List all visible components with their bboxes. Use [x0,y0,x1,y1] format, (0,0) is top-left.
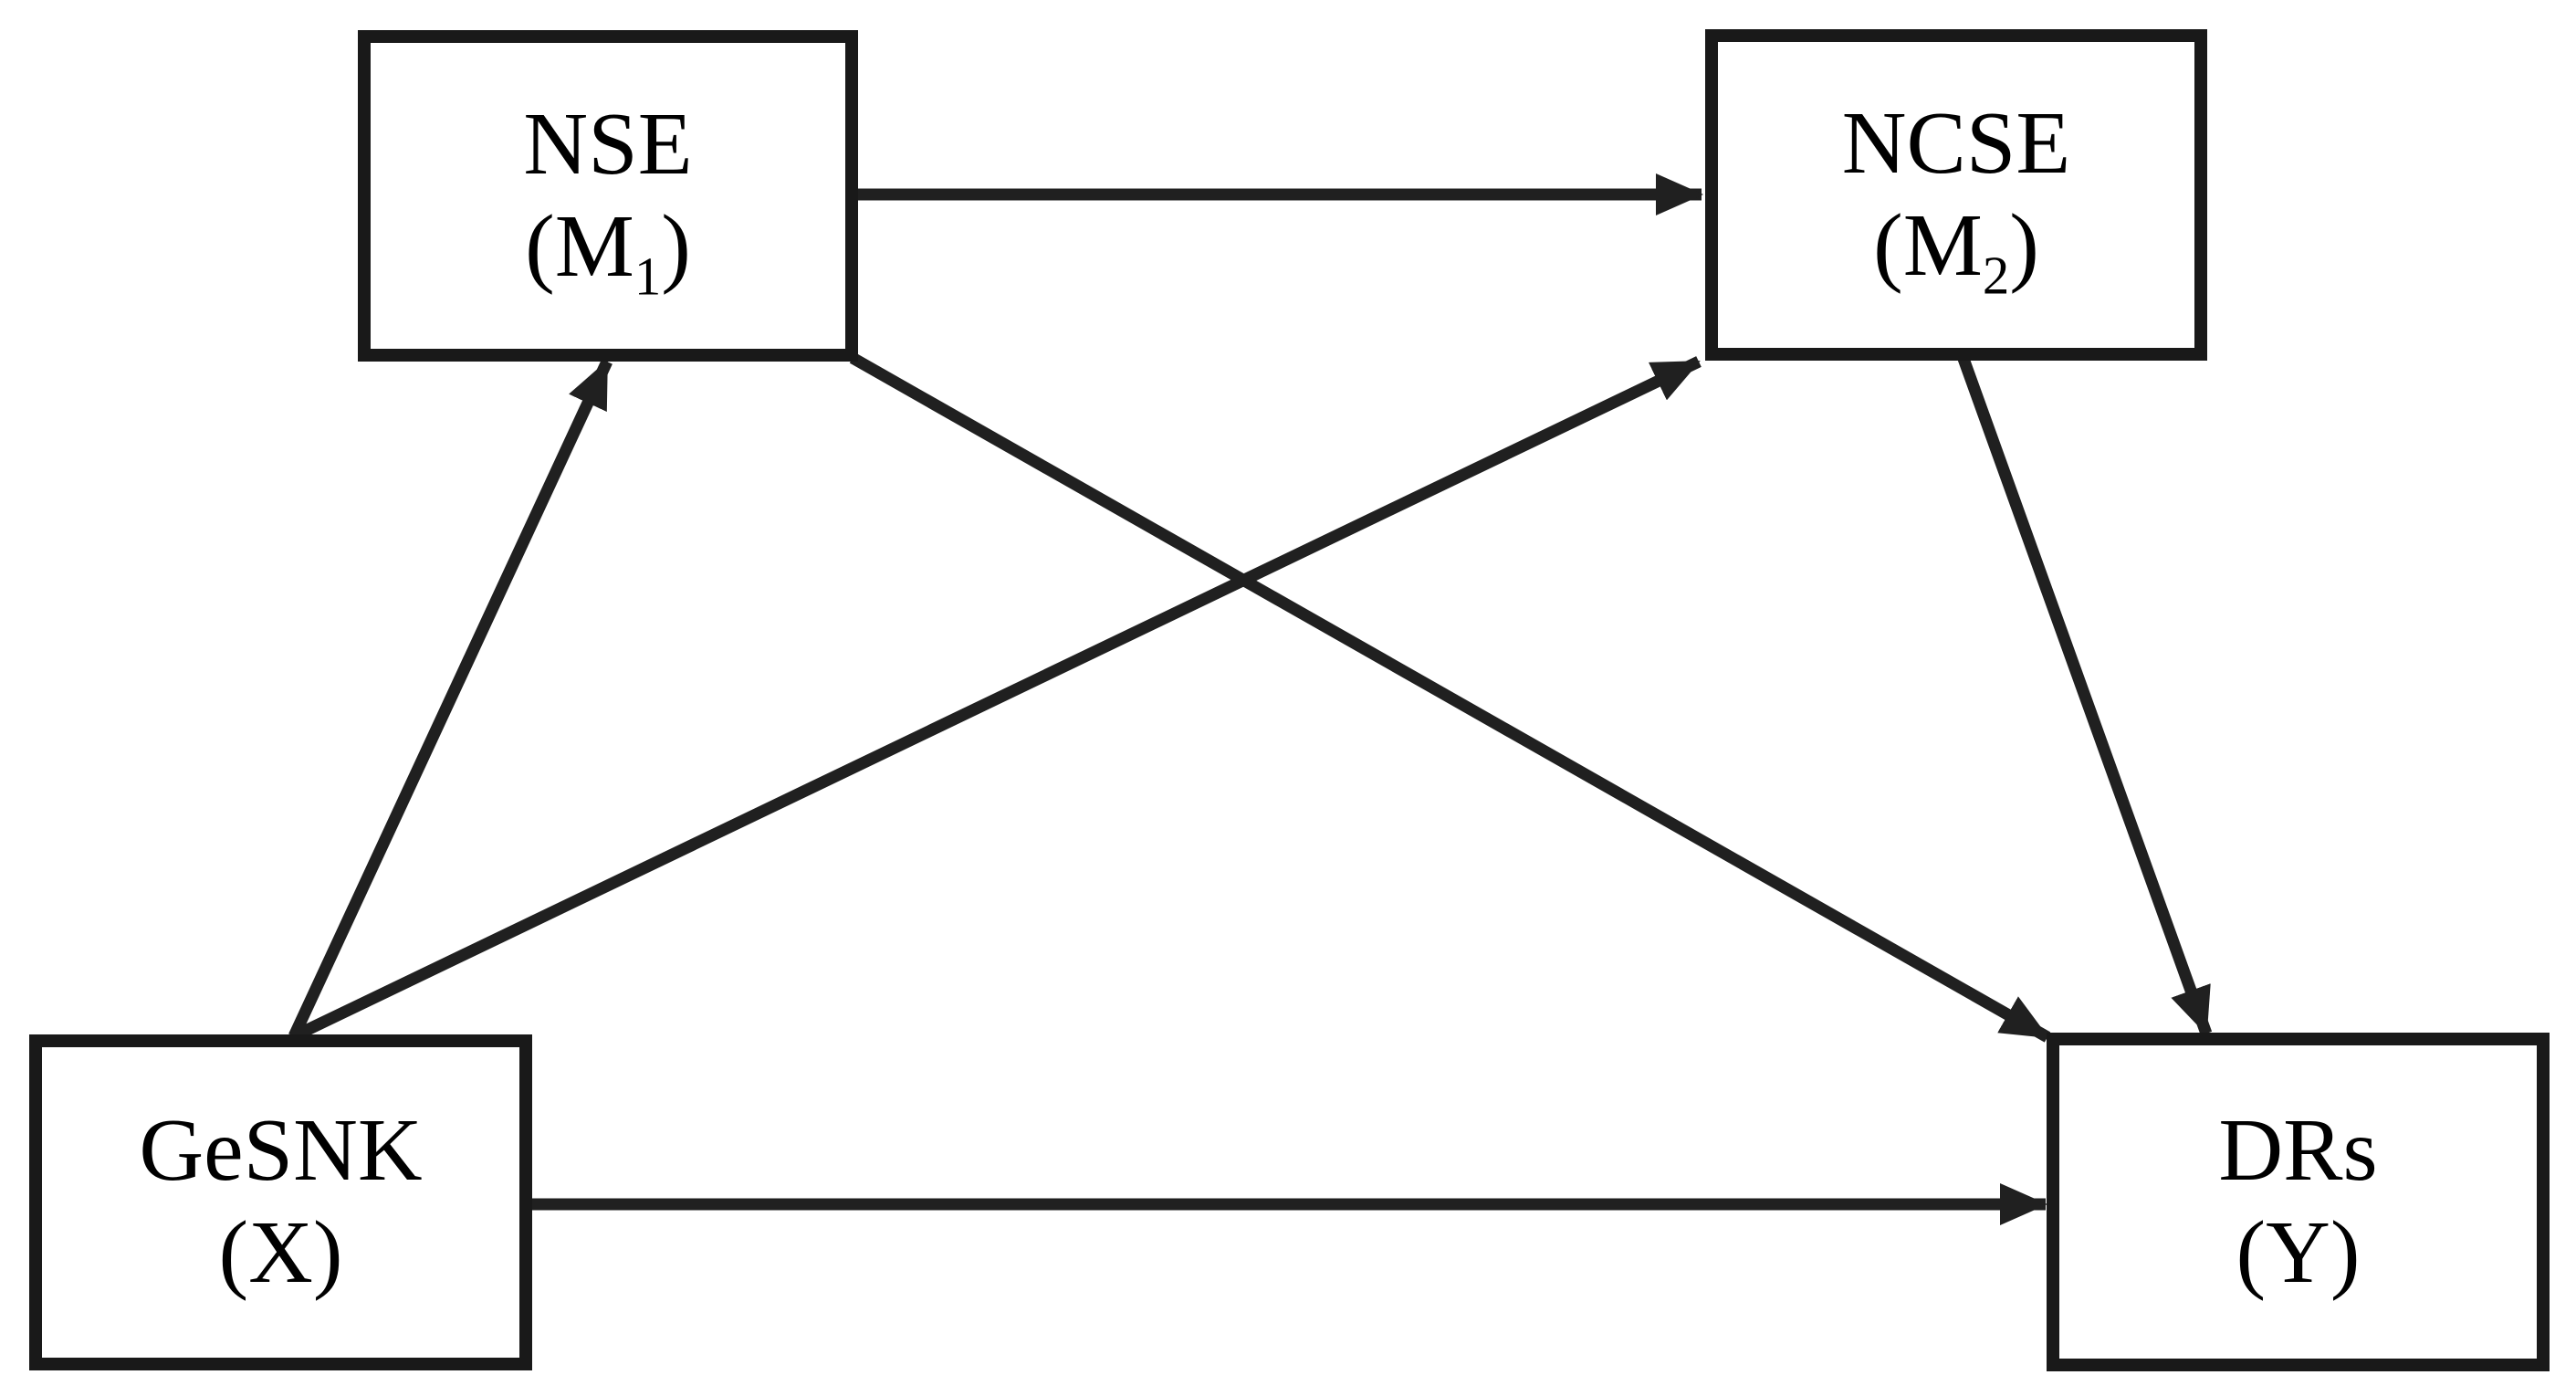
node-ncse-box: NCSE (M2) [1705,29,2207,361]
node-drs-symbol: (Y) [2236,1202,2361,1302]
node-gesnk-label: GeSNK (X) [139,1100,422,1304]
node-ncse-title: NCSE [1841,93,2071,193]
node-drs-title: DRs [2218,1100,2378,1200]
arrow-gesnk-to-ncse [291,356,1702,1042]
node-drs-box: DRs (Y) [2047,1033,2550,1371]
arrow-ncse-to-drs [1956,353,2213,1036]
node-ncse-label: NCSE (M2) [1841,93,2071,306]
node-drs-label: DRs (Y) [2218,1100,2377,1304]
node-nse-subscript: 1 [634,247,662,307]
node-gesnk-box: GeSNK (X) [29,1034,532,1370]
arrow-nse-to-drs [849,352,2051,1043]
node-ncse-symbol: (M2) [1873,195,2039,306]
node-nse-label: NSE (M1) [523,94,693,307]
node-nse-title: NSE [523,94,693,194]
node-nse-box: NSE (M1) [358,30,858,362]
node-gesnk-title: GeSNK [139,1101,423,1201]
node-ncse-subscript: 2 [1982,246,2010,306]
node-nse-symbol: (M1) [525,196,691,307]
arrow-gesnk-to-nse [288,359,613,1039]
node-gesnk-symbol: (X) [218,1203,343,1302]
